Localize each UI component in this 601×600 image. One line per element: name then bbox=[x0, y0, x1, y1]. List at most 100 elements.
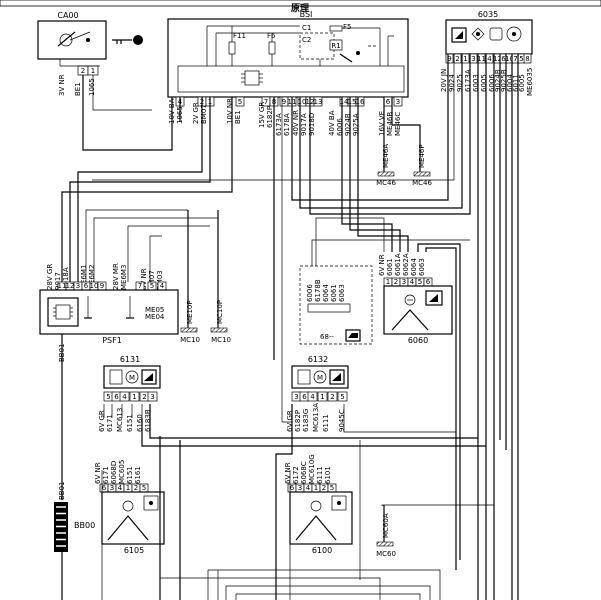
bsi-wire-label: ME46C bbox=[394, 112, 402, 136]
c6035-wire-label: 9024 bbox=[448, 74, 456, 92]
bsi-wire-label: 6006 bbox=[336, 118, 344, 136]
c6131-pin: 6 bbox=[114, 393, 119, 401]
c6035-pin: 6 bbox=[501, 55, 506, 63]
c6060-wire-label: 6V NR bbox=[378, 254, 386, 276]
c6035-wire-label: ME6035 bbox=[526, 68, 534, 96]
bsi-pin: 5 bbox=[238, 98, 242, 106]
c6060-wire-label: 6063 bbox=[418, 258, 426, 276]
fuse-label: F5 bbox=[343, 23, 351, 31]
c6035-pin: 5 bbox=[519, 55, 523, 63]
component-ca00: CA00 2 1 3V NR BE1 1065 bbox=[37, 11, 143, 96]
bsi-pin: 7 bbox=[264, 98, 268, 106]
ground-mc60: MC60A MC60 bbox=[376, 505, 396, 558]
fuse-icon bbox=[268, 41, 276, 55]
c6035-pin: 11 bbox=[477, 55, 486, 63]
psf1-id: PSF1 bbox=[102, 336, 122, 345]
svg-text:M: M bbox=[129, 374, 135, 382]
c6035-pin: 7 bbox=[513, 55, 517, 63]
fuse-label: F6 bbox=[267, 32, 276, 40]
ca00-pin: 2 bbox=[81, 67, 85, 75]
ground-mc10-b: MC10P MC10 bbox=[210, 210, 231, 344]
c6100-wire-label: 6V NR bbox=[284, 462, 292, 484]
c6035-wire-label: 9024B bbox=[494, 69, 502, 92]
c6035-pin: 4 bbox=[487, 55, 492, 63]
ground-icon bbox=[210, 327, 228, 333]
fuse-icon bbox=[329, 25, 343, 32]
c6100-id: 6100 bbox=[312, 546, 332, 555]
c6035-id: 6035 bbox=[478, 10, 498, 19]
psf1-wire-label: ME04 bbox=[145, 313, 165, 321]
ground-icon bbox=[377, 171, 395, 177]
bsi-ecu-block bbox=[177, 65, 405, 93]
bsi-pin-box bbox=[393, 96, 403, 107]
component-bb00: BB01 BB01 BB00 bbox=[54, 343, 95, 552]
psf1-wire-label: ME6M1 bbox=[80, 265, 88, 290]
bsi-wire-label: 40V NR bbox=[292, 110, 300, 136]
c6060-pin: 4 bbox=[410, 278, 415, 286]
c6132-pin: 6 bbox=[302, 393, 307, 401]
c68-wire-label: 6061 bbox=[330, 284, 338, 302]
bsi-wire-label: 15V GR bbox=[258, 102, 266, 128]
psf1-wire-label: BM03 bbox=[156, 270, 164, 290]
c6105-wire-label: 6068D bbox=[110, 461, 118, 484]
c6100-wire-label: MC610G bbox=[308, 454, 316, 484]
c6131-pin: 1 bbox=[132, 393, 136, 401]
bsi-wire-label: BM07 bbox=[200, 104, 208, 124]
c6132-pin: 4 bbox=[310, 393, 315, 401]
c68-wire-label: 6064 bbox=[322, 284, 330, 302]
c6132-wire-label: MC613A bbox=[312, 403, 320, 432]
motor-icon bbox=[313, 370, 327, 384]
ground-mc46-b: ME46P MC46 bbox=[412, 132, 432, 187]
ca00-wire-label: 3V NR bbox=[58, 74, 66, 96]
key-icon bbox=[112, 35, 143, 45]
psf1-wire-label: ME6M3 bbox=[120, 265, 128, 290]
c6105-id: 6105 bbox=[124, 546, 144, 555]
c6105-pin: 2 bbox=[134, 484, 138, 492]
c6132-pin-box bbox=[327, 391, 338, 402]
c6035-pin: 10 bbox=[505, 55, 514, 63]
c6100-wire-label: 6068C bbox=[300, 461, 308, 484]
c6131-wire-label: 6151 bbox=[126, 414, 134, 432]
c6035-wire-label: 6003 bbox=[472, 74, 480, 92]
c68-box bbox=[299, 265, 373, 345]
bsi-id: BSI bbox=[300, 10, 313, 19]
c6035-wire-label: 9025B bbox=[500, 69, 508, 92]
c6100-pin: 1 bbox=[314, 484, 318, 492]
psf1-pin: 11 bbox=[58, 282, 67, 290]
psf1-module bbox=[47, 297, 79, 327]
c6132-wire-label: 6V GR bbox=[286, 410, 294, 432]
ground-mc46-a: ME46A MC46 bbox=[376, 132, 396, 187]
psf1-pin: 12 bbox=[66, 282, 75, 290]
ground-mc10-a: ME10P MC10 bbox=[180, 210, 200, 344]
ground-label: MC46 bbox=[376, 179, 396, 187]
ground-icon bbox=[376, 541, 394, 547]
relay-coil-icon bbox=[329, 39, 343, 51]
c6035-pin: 9 bbox=[447, 55, 451, 63]
ground-label: MC10 bbox=[180, 336, 200, 344]
mirror-fold-icon bbox=[506, 26, 522, 42]
c6131-pin: 4 bbox=[122, 393, 127, 401]
diagram-title: 原理 bbox=[291, 3, 309, 14]
c68-wire-label: 6063 bbox=[338, 284, 346, 302]
component-bsi: BSI F11 F6 F5 C1 C2 R1 bbox=[167, 10, 409, 136]
c6060-pin: 6 bbox=[426, 278, 431, 286]
c68-id: 68-- bbox=[320, 333, 334, 341]
wiring bbox=[61, 54, 519, 600]
top-band bbox=[0, 0, 601, 7]
c6060-pin: 5 bbox=[418, 278, 422, 286]
psf1-wire-label: 28V GR bbox=[46, 264, 54, 290]
c6035-wire-label: 6173A bbox=[464, 69, 472, 92]
bsi-wire-label: 40V BA bbox=[328, 110, 336, 136]
bsi-wire-label: 9017A bbox=[300, 113, 308, 136]
bsi-pin: 15 bbox=[348, 98, 357, 106]
c6100-pin: 2 bbox=[322, 484, 326, 492]
ground-wire-label: MC10P bbox=[216, 300, 224, 324]
ground-wire-label: ME46P bbox=[418, 144, 426, 168]
